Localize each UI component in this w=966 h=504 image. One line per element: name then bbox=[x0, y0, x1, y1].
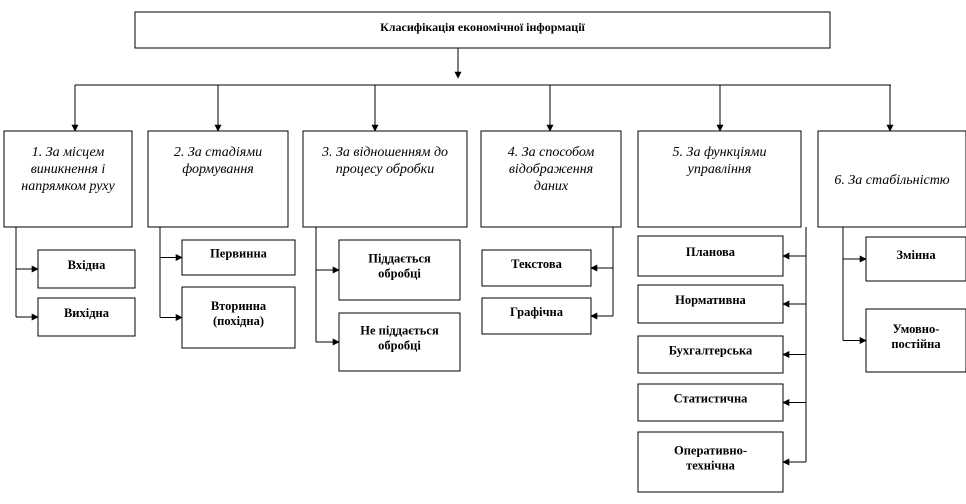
category-label-4-line: 4. За способом bbox=[508, 145, 595, 160]
category-label-1-line: напрямком руху bbox=[21, 179, 115, 194]
item-label-6-1: Змінна bbox=[896, 248, 936, 262]
item-label-5-4-line: Статистична bbox=[674, 391, 749, 405]
item-label-2-2-line: Вторинна bbox=[211, 299, 267, 313]
item-label-6-2: Умовно-постійна bbox=[891, 322, 941, 351]
item-label-2-1-line: Первинна bbox=[210, 246, 268, 260]
diagram-title: Класифікація економічної інформації bbox=[380, 20, 585, 34]
item-label-4-1-line: Текстова bbox=[511, 257, 563, 271]
item-label-2-2-line: (похідна) bbox=[213, 314, 264, 328]
item-label-1-1-line: Вхідна bbox=[68, 258, 106, 272]
item-label-6-2-line: постійна bbox=[891, 337, 941, 351]
item-box-5-3 bbox=[637, 335, 784, 374]
item-label-5-1-line: Планова bbox=[686, 245, 736, 259]
item-box-4-1 bbox=[481, 249, 592, 287]
title-box bbox=[134, 11, 831, 49]
item-box-2-1 bbox=[181, 239, 296, 276]
item-box-3-2 bbox=[338, 312, 461, 372]
item-label-3-1-line: Піддається bbox=[368, 251, 431, 265]
item-label-5-3-line: Бухгалтерська bbox=[669, 343, 753, 357]
item-box-3-1 bbox=[338, 239, 461, 301]
item-box-2-2 bbox=[181, 286, 296, 349]
category-label-5: 5. За функціями управління bbox=[673, 145, 767, 177]
item-label-4-2: Графічна bbox=[510, 305, 564, 319]
category-label-3-line: 3. За відношенням до bbox=[321, 145, 448, 160]
item-label-5-4: Статистична bbox=[674, 391, 749, 405]
item-label-5-2-line: Нормативна bbox=[675, 293, 746, 307]
category-box-2 bbox=[147, 130, 289, 228]
item-label-4-1: Текстова bbox=[511, 257, 563, 271]
item-box-4-2 bbox=[481, 297, 592, 335]
category-box-1 bbox=[3, 130, 133, 228]
item-label-3-2-line: Не піддається bbox=[360, 323, 439, 337]
item-box-1-2 bbox=[37, 297, 136, 337]
item-box-6-1 bbox=[865, 236, 966, 282]
item-label-5-2: Нормативна bbox=[675, 293, 746, 307]
category-box-5 bbox=[637, 130, 802, 228]
category-label-6-line: 6. За стабільністю bbox=[834, 173, 949, 188]
category-box-3 bbox=[302, 130, 468, 228]
item-box-5-5 bbox=[637, 431, 784, 493]
category-label-2: 2. За стадіями формування bbox=[174, 145, 262, 177]
item-box-5-1 bbox=[637, 235, 784, 277]
item-label-2-2: Вторинна(похідна) bbox=[211, 299, 267, 328]
category-label-3-line: процесу обробки bbox=[336, 162, 434, 177]
category-label-1-line: виникнення і bbox=[31, 162, 106, 177]
item-box-1-1 bbox=[37, 249, 136, 289]
item-label-2-1: Первинна bbox=[210, 246, 268, 260]
category-label-2-line: формування bbox=[182, 162, 254, 177]
item-label-1-1: Вхідна bbox=[68, 258, 106, 272]
category-box-6 bbox=[817, 130, 966, 228]
category-label-5-line: 5. За функціями bbox=[673, 145, 767, 160]
item-box-5-2 bbox=[637, 284, 784, 324]
item-label-5-5-line: Оперативно- bbox=[674, 443, 747, 457]
item-label-6-2-line: Умовно- bbox=[893, 322, 940, 336]
item-label-5-5: Оперативно-технічна bbox=[674, 443, 747, 472]
item-label-3-1-line: обробці bbox=[378, 266, 421, 280]
category-box-4 bbox=[480, 130, 622, 228]
category-label-5-line: управління bbox=[686, 162, 752, 177]
item-box-5-4 bbox=[637, 383, 784, 422]
item-label-5-3: Бухгалтерська bbox=[669, 343, 753, 357]
category-label-2-line: 2. За стадіями bbox=[174, 145, 262, 160]
item-label-1-2-line: Вихідна bbox=[64, 306, 110, 320]
item-label-6-1-line: Змінна bbox=[896, 248, 936, 262]
item-box-6-2 bbox=[865, 308, 966, 373]
item-label-5-1: Планова bbox=[686, 245, 736, 259]
category-label-3: 3. За відношенням до процесу обробки bbox=[321, 145, 448, 177]
category-label-4: 4. За способом відображення даних bbox=[508, 145, 595, 194]
category-label-1-line: 1. За місцем bbox=[32, 145, 105, 160]
category-label-4-line: відображення bbox=[509, 162, 593, 177]
category-label-1: 1. За місцем виникнення і напрямком руху bbox=[21, 145, 115, 194]
category-label-6: 6. За стабільністю bbox=[834, 173, 949, 188]
item-label-1-2: Вихідна bbox=[64, 306, 110, 320]
item-label-3-2-line: обробці bbox=[378, 338, 421, 352]
item-label-4-2-line: Графічна bbox=[510, 305, 564, 319]
item-label-5-5-line: технічна bbox=[686, 458, 736, 472]
category-label-4-line: даних bbox=[534, 179, 569, 194]
